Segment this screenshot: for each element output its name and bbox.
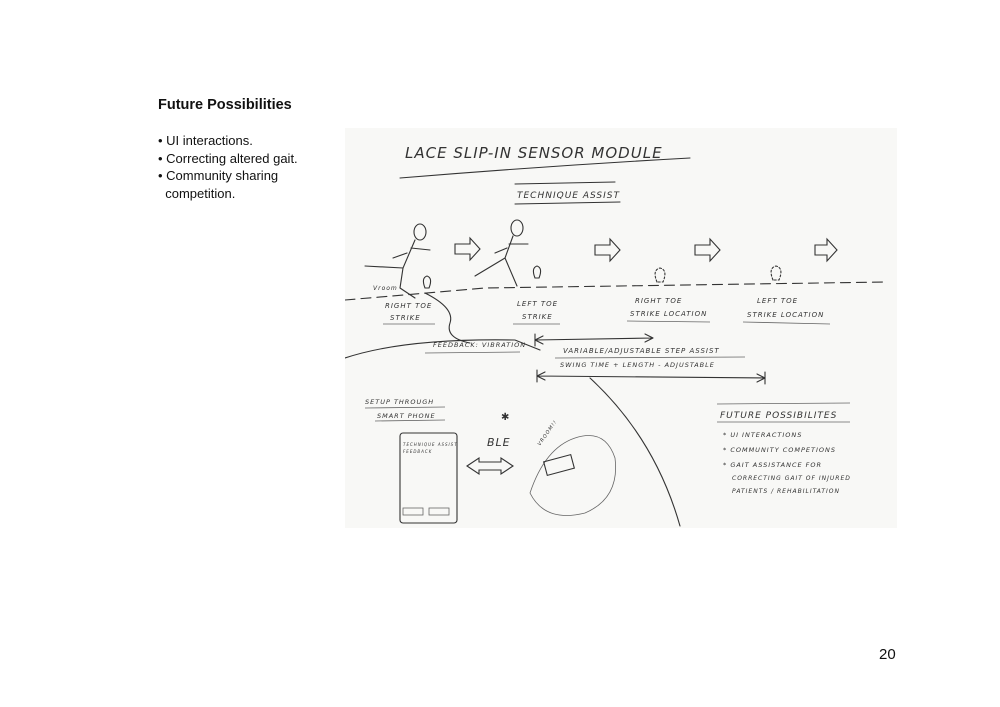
setup-label: SETUP THROUGH [365, 398, 434, 406]
location-pin-icons [422, 265, 782, 289]
step-span-arrow [534, 333, 654, 347]
vroom-label: Vroom [373, 285, 398, 292]
left-toe-location-label: LEFT TOE [757, 297, 798, 305]
concept-sketch: LACE SLIP-IN SENSOR MODULE TECHNIQUE ASS… [344, 128, 897, 528]
title-underline [399, 157, 691, 179]
phone-title: FEEDBACK [403, 449, 432, 454]
subtitle-underline [514, 201, 621, 205]
arrow-icons [454, 236, 838, 263]
future-title: FUTURE POSSIBILITES [720, 411, 837, 421]
shoe-sketch: VROOM!! [529, 419, 617, 516]
bullet-item: • UI interactions. [158, 133, 253, 148]
right-toe-strike-label: STRIKE [390, 314, 421, 322]
sketch-drawing: LACE SLIP-IN SENSOR MODULE TECHNIQUE ASS… [344, 144, 886, 527]
right-toe-strike-label: RIGHT TOE [385, 302, 432, 310]
shoe-vroom-label: VROOM!! [537, 419, 559, 447]
swing-label: SWING TIME + LENGTH - ADJUSTABLE [560, 361, 715, 369]
future-item: * UI INTERACTIONS [723, 431, 802, 439]
feedback-underline [424, 351, 521, 354]
bullet-item: • Community sharing [158, 168, 279, 183]
phone-title: TECHNIQUE ASSIST [403, 442, 458, 447]
sketch-subtitle: TECHNIQUE ASSIST [517, 191, 620, 201]
feedback-wire [424, 292, 471, 344]
feedback-arc [344, 339, 541, 359]
bluetooth-icon: ✱ [501, 412, 510, 423]
setup-label: SMART PHONE [377, 412, 436, 420]
swing-arc [589, 377, 681, 527]
bullet-list: • UI interactions. • Correcting altered … [158, 132, 298, 202]
section-heading: Future Possibilities [158, 97, 292, 113]
runner-figure-2 [474, 219, 529, 287]
future-item: * GAIT ASSISTANCE FOR [723, 461, 822, 469]
future-overline [716, 402, 851, 405]
subtitle-overline [514, 181, 616, 185]
step-underline [554, 356, 746, 359]
sketch-title: LACE SLIP-IN SENSOR MODULE [405, 144, 663, 162]
setup-underline [374, 419, 446, 422]
feedback-label: FEEDBACK: VIBRATION [433, 341, 526, 349]
swing-span-arrow [536, 369, 766, 385]
bullet-item: competition. [158, 185, 236, 201]
setup-underline [364, 406, 446, 409]
bullet-item: • Correcting altered gait. [158, 150, 298, 166]
future-item: PATIENTS / REHABILITATION [732, 488, 840, 495]
future-item: * COMMUNITY COMPETIONS [723, 446, 836, 454]
left-toe-location-label: STRIKE LOCATION [747, 311, 824, 319]
right-toe-location-label: RIGHT TOE [635, 297, 682, 305]
step-assist-label: VARIABLE/ADJUSTABLE STEP ASSIST [563, 347, 720, 355]
runner-figure-1 [364, 223, 431, 299]
smartphone-sketch: TECHNIQUE ASSIST FEEDBACK [399, 432, 458, 524]
right-toe-location-label: STRIKE LOCATION [630, 310, 707, 318]
label-underlines [383, 320, 831, 325]
ground-line [344, 281, 886, 301]
page-number: 20 [879, 646, 896, 663]
future-item: CORRECTING GAIT OF INJURED [732, 475, 851, 482]
ble-label: BLE [487, 436, 511, 449]
double-arrow-icon [466, 456, 514, 476]
left-toe-strike-label: LEFT TOE [517, 300, 558, 308]
left-toe-strike-label: STRIKE [522, 313, 553, 321]
